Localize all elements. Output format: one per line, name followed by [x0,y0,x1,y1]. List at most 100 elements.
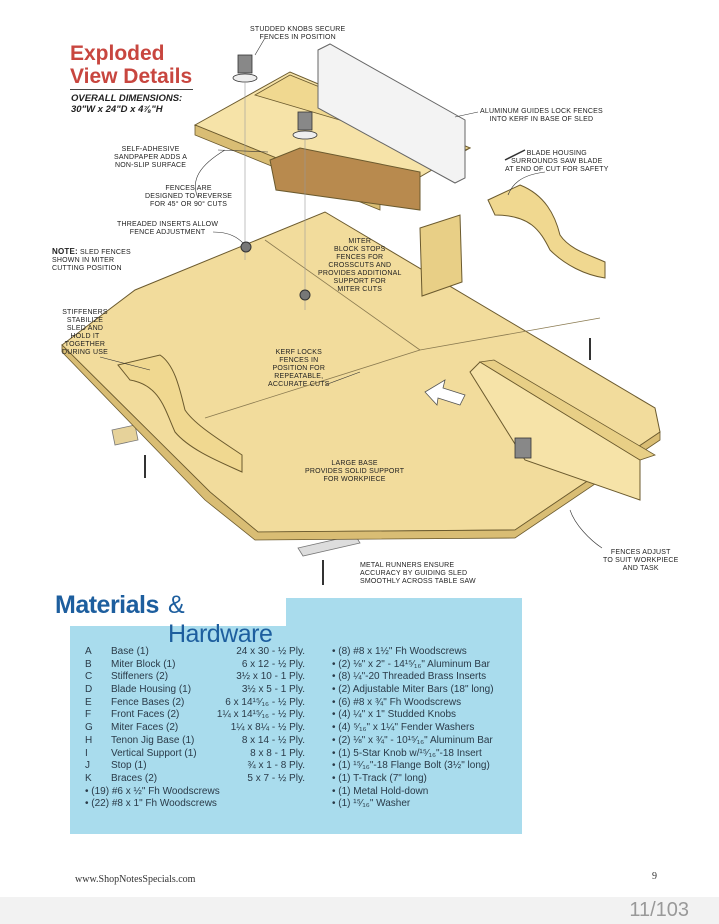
callout-line: ALUMINUM GUIDES LOCK FENCES [480,108,603,115]
materials-title: Materials & Hardware [48,590,286,648]
callout-line: INTO KERF IN BASE OF SLED [489,116,594,123]
hardware-item: • (1) 5-Star Knob w/¹⁵⁄₁₆"-18 Insert [332,747,482,759]
part-size: 1¼ x 8¼ - ½ Ply. [230,722,305,734]
dimensions-value: 30"W x 24"D x 4⅞"H [71,104,163,115]
part-letter: I [85,747,88,759]
part-size: 6 x 12 - ½ Ply. [241,658,305,670]
page-title: Exploded View Details [70,42,192,88]
hardware-item: • (1) ¹⁵⁄₁₆" Washer [332,798,411,810]
callout-line: DURING USE [62,349,108,356]
materials-title-rest: & Hardware [168,591,273,648]
part-size: 6 x 14¹⁵⁄₁₆ - ½ Ply. [225,696,305,708]
callout-line: FENCES ARE [165,185,212,192]
callout-line: TOGETHER [64,341,106,348]
callout-line: FENCES IN [279,357,319,364]
callout-line: CROSSCUTS AND [328,262,392,269]
materials-title-bold: Materials [55,591,159,619]
callout-line: SLED AND [66,325,104,332]
part-name: Braces (2) [111,772,158,784]
part-name: Tenon Jig Base (1) [111,734,195,746]
callout-line: ACCURATE CUTS [268,381,330,388]
hardware-item: • (8) ¼"-20 Threaded Brass Inserts [332,671,487,683]
callout-line: BLOCK STOPS [334,246,386,253]
part-name: Miter Faces (2) [111,722,179,734]
callout-line: THREADED INSERTS ALLOW [117,221,219,228]
part-name: Front Faces (2) [111,709,180,721]
callout-line: POSITION FOR [272,365,326,372]
callout-line: SELF-ADHESIVE [121,146,180,153]
callout-line: FENCES FOR [336,254,384,261]
part-letter: F [85,709,92,721]
threaded-insert [240,241,252,253]
hardware-item: • (6) #8 x ¾" Fh Woodscrews [332,696,462,708]
hardware-list-right: • (8) #8 x 1½" Fh Woodscrews• (2) ⅛" x 2… [332,646,494,811]
callout-line: PROVIDES ADDITIONAL [318,270,402,277]
callout-line: DESIGNED TO REVERSE [145,193,233,200]
callout-line: FENCES ADJUST [610,549,671,556]
part-name: Base (1) [111,646,149,657]
part-size: 5 x 7 - ½ Ply. [247,772,305,784]
callout-line: HOLD IT [70,333,100,340]
page-counter: 11/103 [629,899,689,921]
callout-line: SMOOTHLY ACROSS TABLE SAW [360,578,476,585]
callout-line: PROVIDES SOLID SUPPORT [305,468,405,475]
studded-knob [292,111,318,310]
part-size: ¾ x 1 - 8 Ply. [247,760,305,772]
title-line: Exploded [70,42,165,65]
callout-line: FOR 45° OR 90° CUTS [150,201,228,208]
part-size: 8 x 14 - ½ Ply. [241,734,305,746]
callout-line: SHOWN IN MITER [52,257,115,264]
aluminum-guide [317,43,466,184]
miter-face [269,147,421,211]
callout-line: STIFFENERS [62,309,108,316]
part-letter: C [85,671,93,683]
hardware-item: • (1) ¹⁵⁄₁₆"-18 Flange Bolt (3½" long) [332,760,490,772]
hardware-item: • (2) Adjustable Miter Bars (18" long) [332,684,494,696]
part-row: G Miter Faces (2) 1¼ x 8¼ - ½ Ply. [85,722,305,735]
hardware-item: • (1) Metal Hold-down [332,785,429,797]
hardware-item: • (22) #8 x 1" Fh Woodscrews [85,798,217,810]
callout-line: STUDDED KNOBS SECURE [250,26,346,33]
stiffener [117,354,243,473]
callout-line: ACCURACY BY GUIDING SLED [360,570,468,577]
title-line: View Details [70,65,193,88]
callout-line: NOTE: [52,247,78,256]
part-letter: D [85,684,93,696]
overall-dimensions: OVERALL DIMENSIONS: 30"W x 24"D x 4⅞"H [71,93,182,115]
footer-url[interactable]: www.ShopNotesSpecials.com [75,874,196,885]
callout-line: MITER CUTS [337,286,383,293]
callout-line: SLED FENCES [80,249,131,256]
part-size: 3½ x 10 - 1 Ply. [236,671,305,683]
hardware-item: • (4) ¼" x 1" Studded Knobs [332,709,457,721]
page-number: 9 [652,871,657,882]
callout-line: MITER [348,238,372,245]
hardware-item: • (8) #8 x 1½" Fh Woodscrews [332,646,467,657]
callout-line: FENCE ADJUSTMENT [129,229,206,236]
callout-line: KERF LOCKS [275,349,322,356]
miter-block [419,214,463,297]
part-letter: G [85,722,93,734]
callout-line: NOTE: SLED FENCES [52,248,131,257]
callout-line: AT END OF CUT FOR SAFETY [505,166,609,173]
viewer-bar [0,897,719,924]
studded-knob [232,54,258,260]
title-divider [70,89,193,90]
